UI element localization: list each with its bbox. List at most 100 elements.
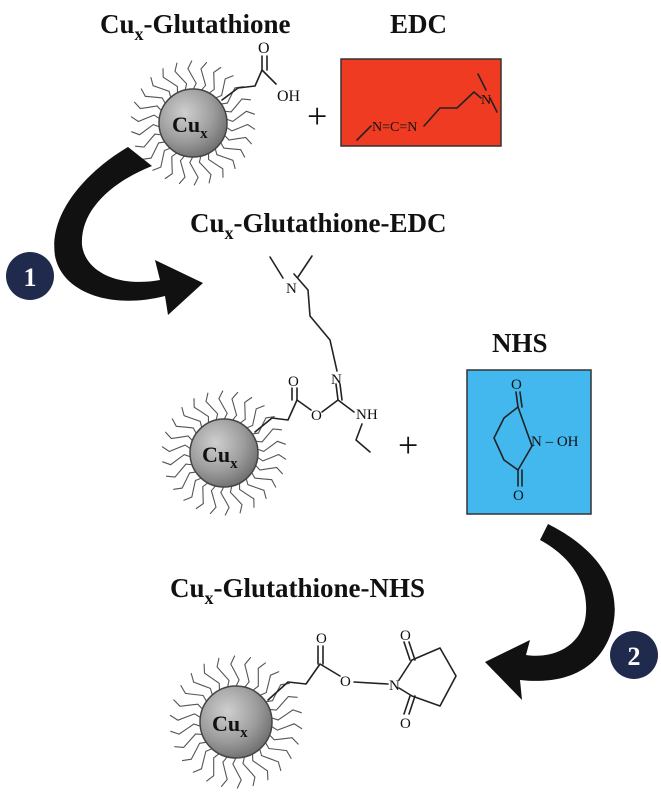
ligand-strand: [142, 141, 168, 160]
ligand-strand: [152, 146, 173, 171]
atom-o: O: [258, 40, 270, 57]
ligand-strand: [266, 696, 298, 711]
ligand-strand: [130, 114, 162, 123]
atom-o: O: [340, 674, 351, 690]
nanoparticle-2: Cux: [161, 390, 287, 516]
nanoparticle-3: Cux: [169, 655, 303, 789]
ligand-strand: [255, 440, 286, 453]
ligand-strand: [162, 68, 179, 96]
step-2-badge: 2: [610, 631, 658, 679]
ligand-strand: [229, 483, 243, 514]
ligand-shell: [161, 390, 287, 516]
ligand-strand: [224, 123, 256, 132]
ligand-strand: [170, 723, 203, 735]
ligand-strand: [224, 110, 255, 123]
plus-sign: +: [307, 96, 327, 136]
nhs-reagent: O O N – OH: [466, 369, 592, 515]
ligand-strand: [244, 405, 265, 430]
carboxyl-group: O OH: [221, 40, 301, 105]
ligand-strand: [190, 672, 214, 698]
step-1-badge: 1: [6, 252, 54, 300]
ligand-strand: [206, 66, 222, 95]
ligand-strand: [174, 733, 206, 748]
ligand-strand: [251, 751, 269, 781]
ligand-strand: [195, 481, 211, 510]
ligand-strand: [193, 398, 210, 426]
ligand-strand: [161, 444, 193, 453]
atom-n: N: [331, 372, 342, 388]
ligand-strand: [219, 140, 246, 158]
ligand-strand: [198, 153, 212, 184]
title-edc: EDC: [390, 9, 447, 39]
ligand-strand: [267, 732, 299, 745]
atom-n: N: [286, 281, 297, 297]
ligand-strand: [238, 480, 255, 508]
ligand-strand: [222, 98, 252, 113]
ligand-strand: [232, 755, 242, 789]
ligand-shell: [169, 655, 303, 789]
particle-label: Cux: [212, 711, 248, 741]
atom-n: N: [389, 678, 400, 694]
atom-o: O: [513, 488, 524, 504]
ligand-strand: [220, 754, 230, 787]
ligand-strand: [253, 463, 283, 475]
ligand-strand: [258, 746, 282, 772]
ligand-strand: [150, 76, 172, 101]
edc-reagent: N=C=N N: [340, 58, 502, 147]
atom-o: O: [316, 631, 327, 647]
edc-carbodiimide: N=C=N: [372, 120, 417, 135]
o-acylisourea-group: O O N N NH: [254, 255, 378, 453]
ligand-strand: [230, 655, 240, 689]
atom-o: O: [511, 377, 522, 393]
atom-oh: OH: [277, 88, 301, 105]
ligand-strand: [209, 483, 218, 515]
ligand-strand: [178, 153, 187, 185]
ligand-strand: [140, 88, 167, 106]
step-2-label: 2: [628, 642, 641, 671]
ligand-strand: [189, 154, 199, 186]
ligand-strand: [269, 709, 302, 721]
atom-nh: NH: [356, 407, 378, 423]
ligand-strand: [180, 685, 209, 704]
ligand-strand: [174, 62, 188, 93]
ligand-strand: [173, 471, 199, 490]
ligand-strand: [171, 418, 198, 436]
atom-o: O: [311, 408, 322, 424]
ligand-strand: [242, 657, 252, 690]
step-2-arrow: [485, 524, 615, 700]
ligand-strand: [165, 431, 195, 443]
ligand-strand: [242, 754, 256, 787]
ligand-strand: [164, 151, 180, 180]
ligand-strand: [216, 657, 230, 690]
ligand-strand: [183, 476, 204, 501]
ligand-strand: [263, 740, 292, 759]
ligand-strand: [205, 392, 219, 423]
ligand-strand: [222, 133, 252, 145]
title-cu-glutathione-nhs: Cux-Glutathione-NHS: [170, 573, 425, 608]
ligand-strand: [250, 470, 277, 488]
step-1-label: 1: [24, 263, 37, 292]
ligand-strand: [192, 747, 215, 773]
ligand-strand: [165, 463, 195, 478]
ligand-strand: [218, 390, 228, 422]
ligand-strand: [257, 671, 280, 697]
ligand-strand: [245, 475, 267, 500]
nhs-ester-group: O O N O O: [267, 628, 457, 732]
title-cu-glutathione: Cux-Glutathione: [100, 9, 291, 44]
ligand-strand: [169, 713, 203, 721]
ligand-strand: [253, 428, 283, 443]
edc-amine-n: N: [481, 93, 491, 108]
ligand-strand: [214, 145, 236, 170]
ligand-strand: [230, 391, 239, 423]
ligand-strand: [206, 751, 222, 782]
atom-n-oh: N – OH: [531, 434, 579, 450]
ligand-strand: [203, 663, 221, 693]
ligand-shell: [130, 60, 256, 186]
ligand-strand: [134, 101, 164, 113]
ligand-strand: [220, 484, 230, 516]
plus-sign: +: [398, 425, 418, 465]
ligand-strand: [269, 723, 303, 731]
atom-o: O: [400, 628, 411, 644]
ligand-strand: [187, 60, 197, 92]
